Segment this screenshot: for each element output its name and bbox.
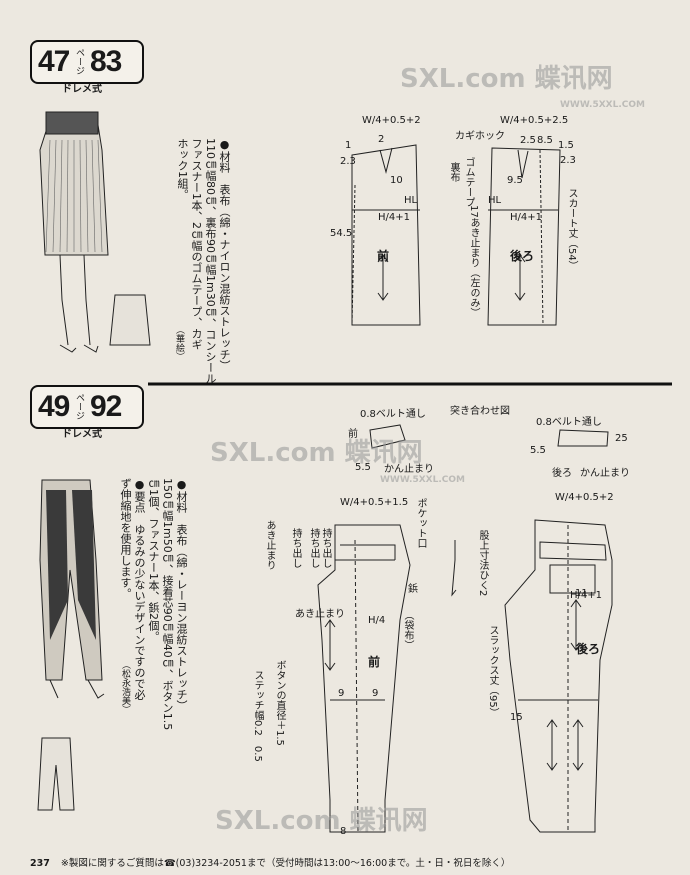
label-2: 2 xyxy=(378,134,385,145)
watermark-top: SXL.com 蝶讯网 xyxy=(400,64,613,94)
label-crotch: 股上寸法ひく2 xyxy=(477,530,488,597)
label-belt-loop-1: 0.8ベルト通し xyxy=(360,409,426,420)
label-back-pants: 後ろ xyxy=(576,642,601,656)
materials-text-47: ●材料 表布（綿・ナイロン混紡ストレッチ） 110㎝幅80㎝、裏布90㎝幅1m3… xyxy=(176,138,231,384)
label-waist-back: W/4+0.5+2.5 xyxy=(500,115,569,126)
label-bartack-1: かん止まり xyxy=(384,464,434,475)
page-number: 83 xyxy=(90,45,122,78)
section-badge-49: 49 ページ 92 xyxy=(30,385,144,429)
label-opening-2: あき止まり xyxy=(295,609,345,620)
label-button: ボタンの直径＋1.5 xyxy=(274,660,285,746)
label-waist-back-pants: W/4+0.5+2 xyxy=(555,492,614,503)
page-number: 92 xyxy=(90,390,122,423)
label-9-b: 9 xyxy=(372,688,379,699)
label-pocket: ポケット口 xyxy=(415,498,426,548)
label-rivet: 鋲 xyxy=(408,584,418,595)
label-opening: 17あき止まり（左のみ） xyxy=(468,205,479,318)
label-95: 9.5 xyxy=(507,175,523,186)
page-label: ページ xyxy=(74,393,84,420)
label-stitch: ステッチ幅0.2 0.5 xyxy=(252,670,263,762)
watermark-url: WWW.5XXL.COM xyxy=(560,100,645,110)
label-8: 8 xyxy=(340,826,347,837)
page-footer: 237 ※製図に関するご質問は☎(03)3234-2051まで（受付時間は13:… xyxy=(30,855,510,869)
label-11: 11 xyxy=(575,588,588,599)
label-rubber-tape: ゴムテープ xyxy=(463,157,474,207)
label-25-a: 25 xyxy=(615,433,628,444)
label-hip-back: H/4+1 xyxy=(510,212,542,223)
label-10: 10 xyxy=(390,175,403,186)
label-fly-3: 持ち出し xyxy=(320,528,331,568)
label-bartack-2: かん止まり xyxy=(580,468,630,479)
page-number-footer: 237 xyxy=(30,858,50,869)
label-waist-front: W/4+0.5+2 xyxy=(362,115,421,126)
label-front-skirt: 前 xyxy=(377,249,390,263)
label-15: 15 xyxy=(510,712,523,723)
label-1: 1 xyxy=(345,140,352,151)
label-hl-front: HL xyxy=(404,195,418,206)
label-85: 8.5 xyxy=(537,135,553,146)
footer-note: ※製図に関するご質問は☎(03)3234-2051まで（受付時間は13:00〜1… xyxy=(60,858,511,869)
label-23b: 2.3 xyxy=(560,155,576,166)
label-front-small: 前 xyxy=(348,429,358,440)
label-front-pants: 前 xyxy=(368,655,381,669)
label-belt-loop-2: 0.8ベルト通し xyxy=(536,417,602,428)
label-fly-1: 持ち出し xyxy=(308,528,319,568)
label-25: 2.5 xyxy=(520,135,536,146)
credit-49: （松永浩美） xyxy=(120,660,130,714)
label-back-small: 後ろ xyxy=(552,468,572,479)
watermark-url-2: WWW.5XXL.COM xyxy=(380,475,465,485)
label-hip-front-pants: H/4 xyxy=(368,615,386,626)
label-hip-back-pants: H/4+1 xyxy=(570,590,602,601)
label-hip-front: H/4+1 xyxy=(378,212,410,223)
label-hook: カギホック xyxy=(455,131,505,142)
credit-47: （華絵） xyxy=(174,325,184,361)
label-9-a: 9 xyxy=(338,688,345,699)
label-55-b: 5.5 xyxy=(530,445,546,456)
label-waist-front-pants: W/4+0.5+1.5 xyxy=(340,497,409,508)
label-lining: 裏布 xyxy=(448,162,459,182)
label-55-a: 5.5 xyxy=(355,462,371,473)
label-545: 54.5 xyxy=(330,228,353,239)
label-back-skirt: 後ろ xyxy=(510,249,535,263)
label-fly-2: 持ち出し xyxy=(290,528,301,568)
label-15: 1.5 xyxy=(558,140,574,151)
label-23: 2.3 xyxy=(340,156,356,167)
label-opening-1: あき止まり xyxy=(264,520,275,570)
design-number: 49 xyxy=(38,390,70,423)
watermark-bottom: SXL.com 蝶讯网 xyxy=(215,806,428,836)
label-slacks-length: スラックス丈（95） xyxy=(487,625,498,718)
design-number: 47 xyxy=(38,45,70,78)
section-badge-47: 47 ページ 83 xyxy=(30,40,144,84)
watermark-middle: SXL.com 蝶讯网 xyxy=(210,438,423,468)
materials-text-49: ●材料 表布（綿・レーヨン混紡ストレッチ） 150㎝幅1m50㎝、接着芯90㎝幅… xyxy=(119,478,188,731)
page-label: ページ xyxy=(74,48,84,75)
label-hl-back: HL xyxy=(488,195,502,206)
label-skirt-length: スカート丈（54） xyxy=(566,188,577,271)
style-label: ドレメ式 xyxy=(62,429,102,440)
label-joined: 突き合わせ図 xyxy=(450,406,510,417)
style-label: ドレメ式 xyxy=(62,84,102,95)
label-bag: （袋布） xyxy=(402,610,413,650)
